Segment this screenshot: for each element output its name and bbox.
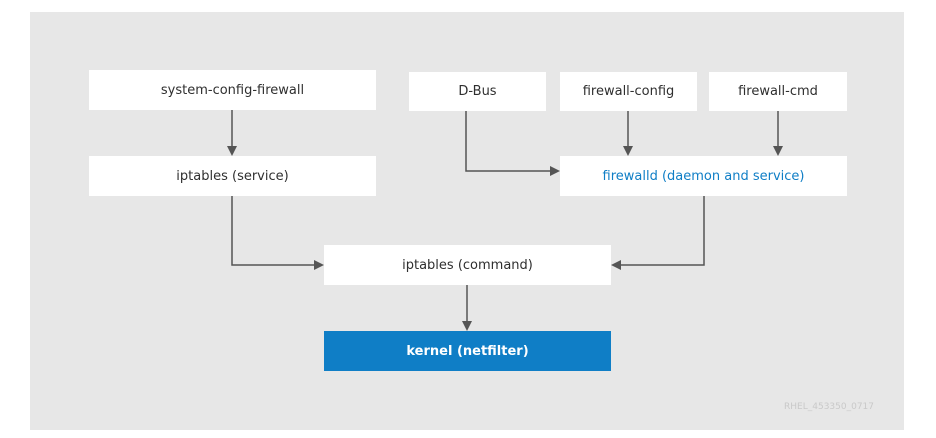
node-firewall-config: firewall-config xyxy=(560,72,697,111)
figure-id-watermark: RHEL_453350_0717 xyxy=(784,402,874,412)
node-iptables-command: iptables (command) xyxy=(324,245,611,285)
edge-iptables-service-to-command xyxy=(231,196,324,270)
node-system-config-firewall: system-config-firewall xyxy=(89,70,376,110)
edge-firewalld-to-command xyxy=(611,196,705,270)
node-firewalld: firewalld (daemon and service) xyxy=(560,156,847,196)
node-kernel: kernel (netfilter) xyxy=(324,331,611,371)
node-iptables-service: iptables (service) xyxy=(89,156,376,196)
node-dbus: D-Bus xyxy=(409,72,546,111)
node-firewall-cmd: firewall-cmd xyxy=(709,72,847,111)
edge-dbus-to-firewalld xyxy=(465,111,560,176)
